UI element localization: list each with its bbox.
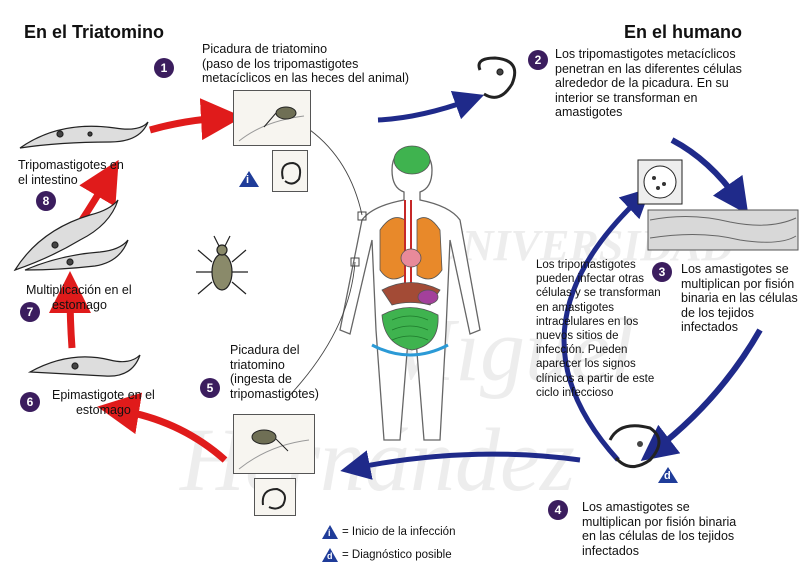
- step-badge-1: 1: [154, 58, 174, 78]
- infection-marker: i: [238, 170, 260, 188]
- blue-arrow-3-to-4: [640, 328, 763, 461]
- step-badge-6: 6: [20, 392, 40, 412]
- red-arrow-8-to-1: [149, 98, 243, 141]
- center-note-line: clínicos a partir de este: [536, 372, 655, 385]
- step-1-line: (paso de los tripomastigotes: [202, 56, 359, 71]
- metacyclic-trypomastigote-organism: [477, 56, 517, 99]
- step-5-line: tripomastigotes): [230, 386, 319, 401]
- step-7-line: Multiplicación en el: [26, 283, 132, 297]
- blue-arrow-2-to-3: [670, 137, 749, 215]
- step-4-line: en las células de los tejidos: [582, 529, 735, 543]
- step-2-line: alrededor de la picadura. En su: [555, 76, 729, 90]
- center-note-line: en amastigotes: [536, 301, 614, 314]
- heading-human: En el humano: [624, 22, 743, 42]
- step-text-6: Epimastigote en el estomago: [52, 388, 155, 417]
- ingestion-frame-step5: [254, 478, 296, 516]
- legend-diagnosis-label: = Diagnóstico posible: [342, 549, 452, 561]
- red-arrow-6-to-7: [49, 271, 92, 349]
- bite-frame-step5: [233, 414, 315, 474]
- legend: i = Inicio de la infección d = Diagnósti…: [322, 523, 522, 569]
- center-note-line: ciclo infeccioso: [536, 386, 614, 399]
- step-7-line: estomago: [52, 297, 107, 312]
- step-3-line: Los amastigotes se: [681, 262, 789, 276]
- bite-illustration: [238, 429, 310, 470]
- trypomastigote-illustration: [261, 487, 286, 510]
- step-3-line: multiplican por fisión: [681, 276, 795, 291]
- step-3-line: de los tejidos: [681, 305, 754, 320]
- legend-infection-icon: i: [322, 525, 338, 539]
- feces-frame-step1: [272, 150, 308, 192]
- infected-cell-organism: [637, 159, 799, 251]
- bite-illustration: [238, 106, 305, 142]
- diagnosis-marker-letter: d: [664, 470, 671, 482]
- step-5-line: (ingesta de: [230, 372, 292, 386]
- bite-frame-step1: [233, 90, 311, 146]
- step-1-line: Picadura de triatomino: [202, 42, 328, 56]
- step-2-line: Los tripomastigotes metacíclicos: [555, 47, 736, 61]
- step-3-line: binaria en las células: [681, 291, 798, 305]
- step-text-5: Picadura del triatomino (ingesta de trip…: [230, 343, 319, 401]
- center-note: Los tripomastigotes pueden infectar otra…: [536, 258, 661, 400]
- legend-diagnosis-letter: d: [327, 551, 333, 561]
- triatomine-bug: [196, 235, 248, 295]
- step-5-line: Picadura del: [230, 343, 300, 357]
- released-trypomastigote-organism: [608, 424, 661, 468]
- blue-arrow-1-to-2: [377, 90, 485, 123]
- center-note-line: nuevos sitios de: [536, 330, 619, 343]
- step-text-8: Tripomastigotes en el intestino: [18, 158, 124, 187]
- step-8-line: el intestino: [18, 172, 78, 187]
- step-badge-7: 7: [20, 302, 40, 322]
- center-note-line: pueden infectar otras: [536, 273, 645, 286]
- legend-infection-letter: i: [328, 528, 331, 538]
- center-note-line: Los tripomastigotes: [536, 259, 636, 271]
- trypomastigote-in-feces-illustration: [281, 161, 302, 185]
- skin-marker-upper: [357, 211, 367, 221]
- legend-infection-label: = Inicio de la infección: [342, 526, 456, 538]
- step-4-line: Los amastigotes se: [582, 500, 690, 514]
- step-3-line: infectados: [681, 320, 738, 334]
- center-note-line: células y se transforman: [536, 287, 661, 300]
- center-note-line: aparecer los signos: [536, 358, 636, 371]
- step-badge-8: 8: [36, 191, 56, 211]
- legend-diagnosis-icon: d: [322, 548, 338, 562]
- step-text-4: Los amastigotes se multiplican por fisió…: [582, 500, 736, 558]
- epimastigote-organism: [27, 354, 141, 377]
- blue-arrow-4-to-5: [340, 450, 581, 480]
- pointer-line-lower: [289, 261, 356, 396]
- step-2-line: penetran en las diferentes células: [555, 61, 742, 76]
- red-arrow-5-to-6: [97, 392, 228, 463]
- pointer-line-upper: [309, 129, 363, 216]
- trypomastigote-organism: [19, 121, 149, 149]
- step-badge-3: 3: [652, 262, 672, 282]
- center-note-line: infección. Pueden: [536, 344, 628, 357]
- step-5-line: triatomino: [230, 357, 285, 372]
- step-4-line: infectados: [582, 543, 639, 558]
- step-text-1: Picadura de triatomino (paso de los trip…: [202, 42, 409, 86]
- step-6-line: estomago: [75, 402, 131, 417]
- step-text-7: Multiplicación en el estomago: [26, 283, 132, 312]
- human-organs: [371, 145, 449, 357]
- step-text-2: Los tripomastigotes metacíclicos penetra…: [555, 47, 742, 120]
- epimastigote-dividing-organism: [13, 199, 129, 272]
- step-badge-2: 2: [528, 50, 548, 70]
- step-1-line: metacíclicos en las heces del animal): [202, 71, 410, 85]
- step-2-line: amastigotes: [555, 105, 623, 119]
- step-2-line: interior se transforman en: [555, 90, 698, 105]
- step-4-line: multiplican por fisión binaria: [582, 514, 737, 529]
- step-8-line: Tripomastigotes en: [18, 158, 124, 172]
- step-text-3: Los amastigotes se multiplican por fisió…: [681, 262, 798, 335]
- step-badge-5: 5: [200, 378, 220, 398]
- skin-marker-lower: [350, 257, 360, 267]
- heading-triatomine: En el Triatomino: [24, 22, 165, 42]
- diagnosis-marker: d: [657, 466, 679, 484]
- infection-marker-letter: i: [246, 174, 250, 186]
- center-note-line: intracelulares en los: [536, 315, 639, 328]
- step-badge-4: 4: [548, 500, 568, 520]
- step-6-line: Epimastigote en el: [52, 388, 155, 402]
- blue-arrow-inner-cycle: [561, 187, 651, 462]
